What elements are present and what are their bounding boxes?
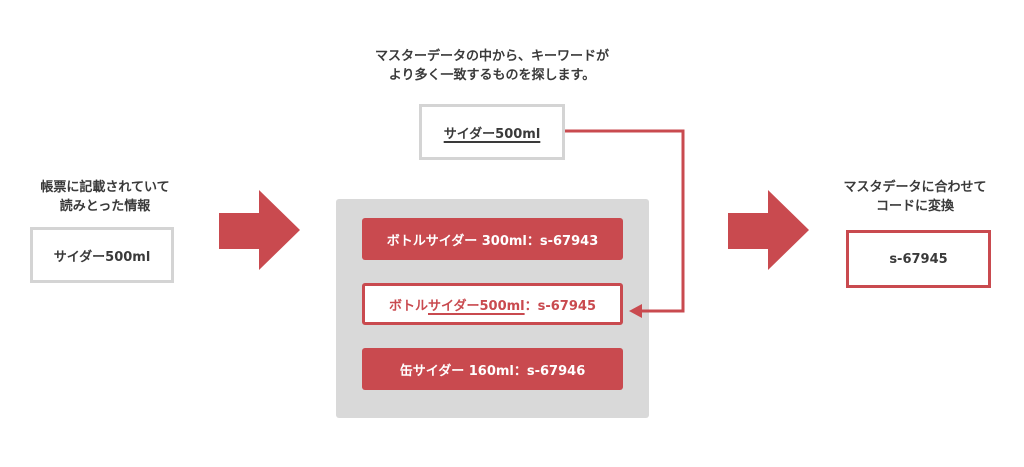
caption-line: マスタデータに合わせて — [843, 180, 987, 195]
candidate-text: ボトル — [388, 298, 428, 314]
flow-arrow-right — [728, 190, 809, 270]
flow-arrow-left — [219, 190, 300, 270]
result-box: s-67945 — [846, 230, 991, 288]
caption-line: より多く一致するものを探します。 — [388, 68, 596, 83]
extracted-info-text: サイダー500ml — [53, 249, 151, 265]
candidate-match-text: サイダー500ml — [428, 298, 525, 314]
result-text: s-67945 — [889, 251, 948, 267]
extracted-info-box: サイダー500ml — [30, 227, 174, 283]
caption-line: 帳票に記載されていて — [40, 180, 170, 195]
extracted-info-caption: 帳票に記載されていて 読みとった情報 — [20, 178, 190, 216]
keyword-box: サイダー500ml — [419, 104, 565, 160]
keyword-text: サイダー500ml — [443, 126, 541, 142]
candidate-item: 缶サイダー 160ml：s-67946 — [362, 348, 623, 390]
candidate-text: ボトルサイダー 300ml：s-67943 — [386, 233, 599, 249]
candidate-item-matched: ボトルサイダー500ml：s-67945 — [362, 283, 623, 325]
result-caption: マスタデータに合わせて コードに変換 — [820, 178, 1010, 216]
caption-line: コードに変換 — [875, 199, 954, 214]
candidate-text: 缶サイダー 160ml：s-67946 — [399, 363, 586, 379]
search-caption: マスターデータの中から、キーワードが より多く一致するものを探します。 — [312, 47, 672, 85]
match-connector-line — [565, 129, 685, 313]
caption-line: 読みとった情報 — [59, 199, 151, 214]
candidate-item: ボトルサイダー 300ml：s-67943 — [362, 218, 623, 260]
caption-line: マスターデータの中から、キーワードが — [374, 49, 609, 64]
candidate-code-text: ：s-67945 — [524, 298, 596, 314]
match-connector-arrowhead — [629, 304, 642, 318]
